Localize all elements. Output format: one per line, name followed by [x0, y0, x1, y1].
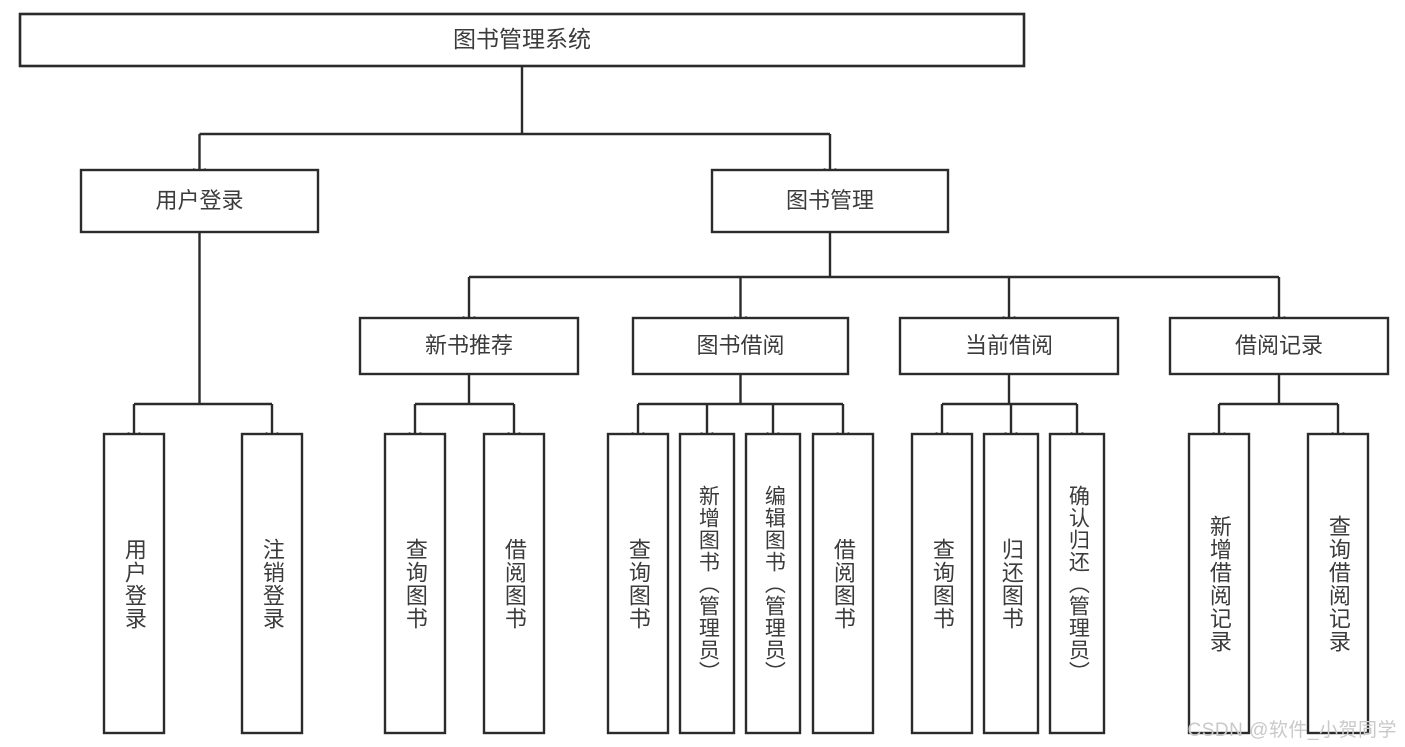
node-label-new-book-recommend: 新书推荐: [425, 333, 513, 358]
node-leaf-return-book[interactable]: [982, 432, 1040, 735]
node-leaf-add-book[interactable]: [678, 432, 736, 735]
node-box-leaf-borrow-book-1: [482, 432, 546, 735]
node-user-login[interactable]: 用户登录: [79, 168, 320, 234]
node-leaf-query-book-3[interactable]: [910, 432, 974, 735]
node-leaf-borrow-book-2[interactable]: [811, 432, 875, 735]
node-box-book-borrow: [631, 316, 850, 376]
node-box-leaf-add-book: [678, 432, 736, 735]
node-box-leaf-confirm-return: [1048, 432, 1106, 735]
node-box-leaf-user-login: [102, 432, 166, 735]
node-leaf-query-book-1[interactable]: [383, 432, 447, 735]
node-box-current-borrow: [898, 316, 1120, 376]
node-leaf-edit-book[interactable]: [744, 432, 802, 735]
node-label-book-borrow: 图书借阅: [696, 333, 784, 358]
node-label-root: 图书管理系统: [453, 26, 591, 52]
node-book-manage[interactable]: 图书管理: [710, 168, 950, 234]
node-label-borrow-record: 借阅记录: [1235, 333, 1323, 358]
node-leaf-add-record[interactable]: [1187, 432, 1251, 735]
node-box-leaf-edit-book: [744, 432, 802, 735]
node-label-current-borrow: 当前借阅: [965, 333, 1053, 358]
node-box-borrow-record: [1168, 316, 1390, 376]
node-box-book-manage: [710, 168, 950, 234]
node-box-leaf-logout-login: [240, 432, 304, 735]
node-box-leaf-borrow-book-2: [811, 432, 875, 735]
node-root[interactable]: 图书管理系统: [18, 12, 1026, 68]
node-leaf-query-record[interactable]: [1306, 432, 1370, 735]
node-box-root: [18, 12, 1026, 68]
node-current-borrow[interactable]: 当前借阅: [898, 316, 1120, 376]
node-label-book-manage: 图书管理: [786, 188, 874, 213]
node-leaf-borrow-book-1[interactable]: [482, 432, 546, 735]
node-box-leaf-query-record: [1306, 432, 1370, 735]
node-box-leaf-query-book-3: [910, 432, 974, 735]
node-leaf-query-book-2[interactable]: [606, 432, 670, 735]
node-box-leaf-query-book-1: [383, 432, 447, 735]
watermark-text: CSDN @软件_小贺同学: [1187, 720, 1397, 741]
node-box-new-book-recommend: [358, 316, 580, 376]
node-borrow-record[interactable]: 借阅记录: [1168, 316, 1390, 376]
node-leaf-confirm-return[interactable]: [1048, 432, 1106, 735]
node-leaf-user-login[interactable]: [102, 432, 166, 735]
node-box-leaf-return-book: [982, 432, 1040, 735]
connector-layer: [127, 66, 1345, 443]
node-box-leaf-add-record: [1187, 432, 1251, 735]
node-box-user-login: [79, 168, 320, 234]
node-leaf-logout-login[interactable]: [240, 432, 304, 735]
node-box-leaf-query-book-2: [606, 432, 670, 735]
node-new-book-recommend[interactable]: 新书推荐: [358, 316, 580, 376]
node-label-user-login: 用户登录: [155, 188, 243, 213]
node-book-borrow[interactable]: 图书借阅: [631, 316, 850, 376]
